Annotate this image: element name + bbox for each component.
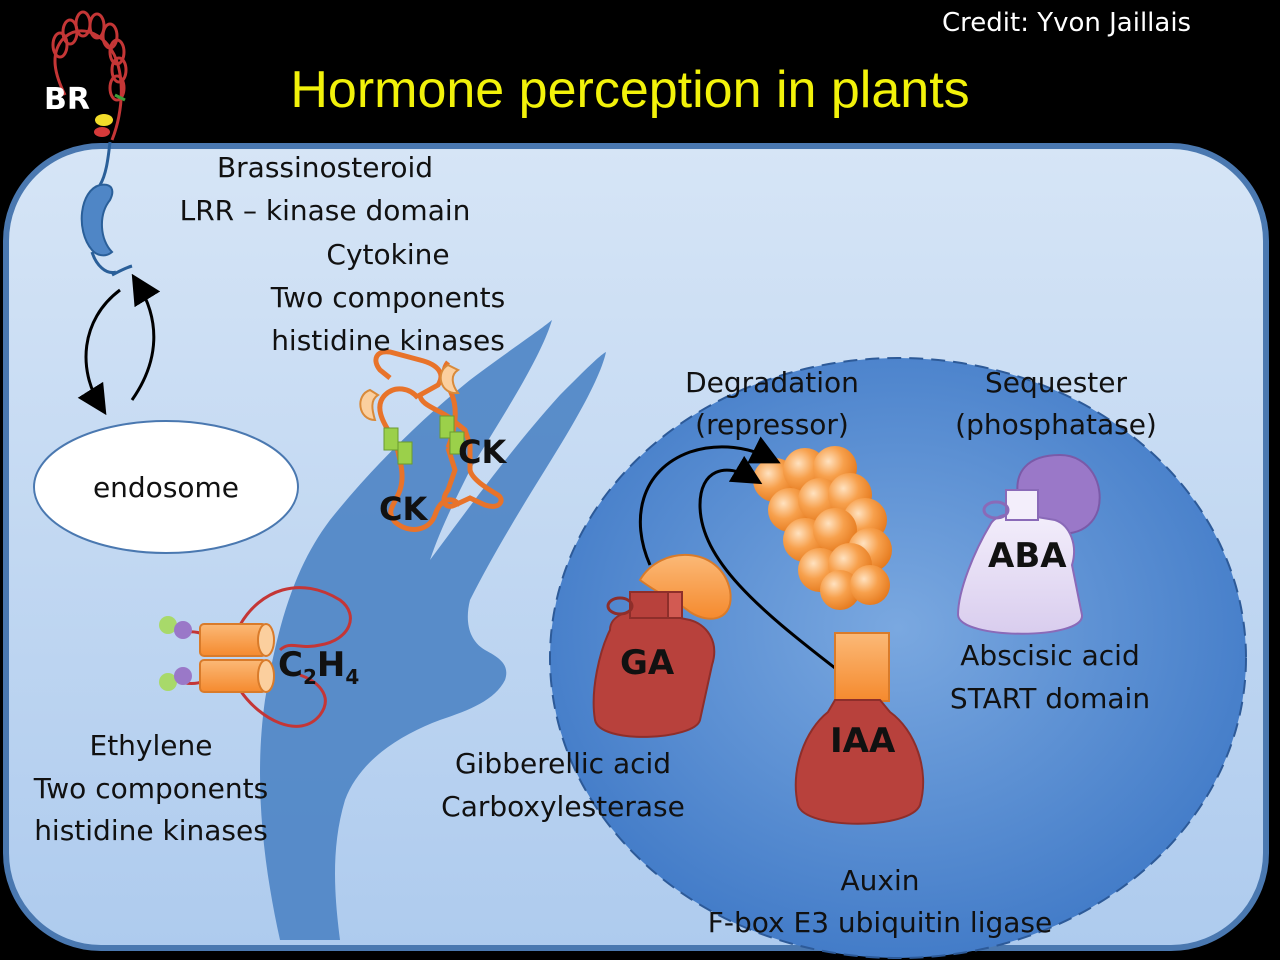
br-label: BR [44,82,90,117]
repressor-label: (repressor) [695,408,849,441]
lrr-kinase-label: LRR – kinase domain [179,194,471,227]
ck-label-lower: CK [379,490,428,528]
ethylene-molecule-label: C2H4 [278,645,360,689]
endoplasmic-reticulum [260,320,606,940]
ga-receptor-icon [592,553,732,738]
cytokinin-receptor-icon [359,349,504,532]
abscisic-acid-label: Abscisic acid [960,639,1140,672]
ga-label: GA [620,643,675,683]
endosome-label: endosome [92,471,240,504]
brassinosteroid-label: Brassinosteroid [216,151,434,184]
degradation-label: Degradation [685,366,859,399]
auxin-label: Auxin [840,864,920,897]
iaa-label: IAA [830,721,896,761]
phosphatase-label: (phosphatase) [955,408,1157,441]
ethylene-line2: histidine kinases [34,814,268,847]
ethylene-label: Ethylene [89,729,213,762]
ethylene-line1: Two components [33,772,269,805]
proteasome-icon [753,446,892,610]
slide-title: Hormone perception in plants [290,61,970,119]
br-receptor-coil-icon [51,10,133,277]
aba-label: ABA [988,536,1067,576]
start-domain-label: START domain [949,682,1151,715]
recycling-arrow [130,273,161,401]
auxin-degradation-arrow [698,455,836,670]
ck-label-upper: CK [458,433,507,471]
endocytosis-arrow [77,288,121,416]
gibberellic-acid-label: Gibberellic acid [454,747,672,780]
carboxylesterase-label: Carboxylesterase [441,790,685,823]
auxin-receptor-icon [794,632,925,825]
ga-degradation-arrow [638,436,781,566]
fbox-label: F-box E3 ubiquitin ligase [707,906,1053,939]
aba-receptor-icon [956,453,1101,635]
ethylene-receptor-icon [159,586,352,728]
sequester-label: Sequester [984,366,1128,399]
cytokinin-line1: Two components [270,281,506,314]
endosome [33,420,299,554]
cytokinin-line2: histidine kinases [271,324,505,357]
cytokinin-label: Cytokine [326,238,450,271]
credit-text: Credit: Yvon Jaillais [942,8,1192,38]
